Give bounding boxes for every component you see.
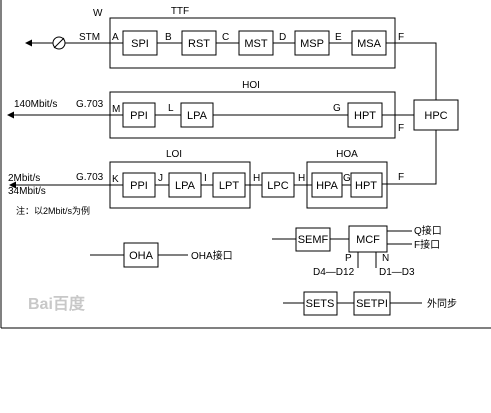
point-k: K — [112, 174, 119, 185]
group-title-ttf: TTF — [171, 6, 189, 17]
block-msp-label: MSP — [300, 38, 324, 50]
block-lpc-label: LPC — [267, 180, 288, 192]
note-q-port: Q接口 — [414, 224, 442, 237]
block-spi-label: SPI — [131, 38, 149, 50]
block-ppi-hoi-label: PPI — [130, 110, 148, 122]
block-ppi-loi — [122, 172, 156, 198]
interface-stm: STM — [79, 32, 100, 43]
point-n: N — [382, 253, 389, 264]
point-f-ttf: F — [398, 32, 404, 43]
block-sets-label: SETS — [306, 298, 335, 310]
point-l: L — [168, 103, 174, 114]
point-i: I — [204, 173, 207, 184]
note-d1-d3: D1—D3 — [379, 267, 415, 278]
block-hpt-hoa — [350, 172, 383, 198]
block-hpc-label: HPC — [424, 110, 447, 122]
interface-34m: 34Mbit/s — [8, 186, 46, 197]
group-hoa — [306, 161, 388, 209]
note-example: 注：以2Mbit/s为例 — [16, 205, 90, 216]
block-lpt-label: LPT — [219, 180, 239, 192]
link-msa-hpc — [386, 42, 437, 100]
point-d: D — [279, 32, 286, 43]
optical-icon-slash — [53, 37, 65, 49]
note-d4-d12: D4—D12 — [313, 267, 355, 278]
point-b: B — [165, 32, 172, 43]
block-mcf-label: MCF — [356, 234, 380, 246]
group-title-hoi: HOI — [242, 80, 260, 91]
interface-2m: 2Mbit/s — [8, 173, 40, 184]
block-ppi-loi-label: PPI — [130, 180, 148, 192]
block-mst-label: MST — [244, 38, 268, 50]
point-m: M — [112, 104, 120, 115]
block-lpa-loi — [168, 172, 202, 198]
interface-g703-loi: G.703 — [76, 172, 104, 183]
link-hpc-hoa — [382, 130, 437, 185]
block-oha — [123, 242, 159, 268]
point-f-hoi: F — [398, 123, 404, 134]
point-c: C — [222, 32, 229, 43]
block-mst — [238, 30, 274, 56]
point-f-hoa: F — [398, 172, 404, 183]
point-g: G — [333, 103, 341, 114]
block-msa-label: MSA — [357, 38, 382, 50]
point-p: P — [345, 253, 352, 264]
block-rst-label: RST — [188, 38, 210, 50]
block-msp — [294, 30, 330, 56]
block-lpa-hoi-label: LPA — [187, 110, 208, 122]
point-g-hoa: G — [343, 173, 351, 184]
note-oha-port: OHA接口 — [191, 249, 233, 262]
block-hpt-hoi-label: HPT — [354, 110, 376, 122]
point-w: W — [93, 8, 103, 19]
block-hpt-hoa-label: HPT — [355, 180, 377, 192]
block-hpa — [311, 172, 343, 198]
block-hpa-label: HPA — [316, 180, 338, 192]
watermark: Bai百度 — [28, 294, 86, 313]
block-msa — [351, 30, 387, 56]
group-title-loi: LOI — [166, 149, 182, 160]
point-h1: H — [253, 173, 260, 184]
note-f-port: F接口 — [414, 238, 440, 251]
point-j: J — [158, 173, 163, 184]
block-setpi-label: SETPI — [356, 298, 388, 310]
block-mcf — [348, 225, 388, 253]
block-spi — [122, 30, 158, 56]
point-e: E — [335, 32, 342, 43]
interface-140: 140Mbit/s — [14, 99, 57, 110]
block-oha-label: OHA — [129, 250, 154, 262]
note-ext-sync: 外同步 — [427, 298, 457, 310]
point-a: A — [112, 32, 119, 43]
block-semf-label: SEMF — [298, 234, 329, 246]
interface-g703-hoi: G.703 — [76, 99, 104, 110]
group-title-hoa: HOA — [336, 149, 358, 160]
block-lpa-loi-label: LPA — [175, 180, 196, 192]
point-h2: H — [298, 173, 305, 184]
